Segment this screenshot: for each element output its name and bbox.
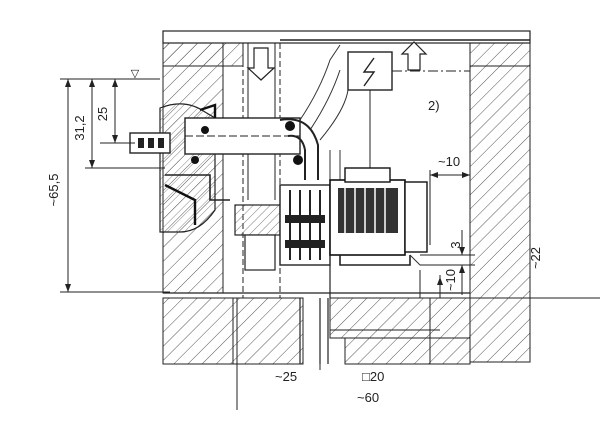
dimension-lines-bottom	[236, 298, 321, 410]
dim-gap-right: ~10	[438, 154, 460, 169]
dim-top-height: 25	[95, 107, 110, 121]
dim-total-height: ~65,5	[46, 174, 61, 207]
dim-10-vertical: ~10	[443, 269, 458, 291]
dim-square-20: □20	[362, 369, 384, 384]
dim-3: 3	[448, 241, 463, 248]
arrow-up-icon	[400, 41, 428, 71]
motor	[329, 167, 428, 266]
cables	[299, 44, 470, 180]
pump-housing	[234, 184, 331, 271]
dim-22: ~22	[528, 247, 543, 269]
electric-box	[347, 51, 393, 170]
water-level-symbol: ▽	[131, 68, 140, 80]
dimension-lines-left	[60, 78, 170, 293]
dim-25: ~25	[275, 369, 297, 384]
nozzle-assembly	[110, 103, 301, 233]
right-wall	[469, 65, 531, 363]
dimension-lines-right	[419, 170, 600, 364]
dim-60: ~60	[357, 390, 379, 405]
arrow-down-icon	[246, 47, 276, 81]
dim-mid-height: 31,2	[72, 115, 87, 140]
elbow-pipe	[191, 118, 319, 180]
base-bracket	[299, 254, 440, 364]
water-level-mark: ▽	[110, 68, 160, 80]
bottom-floor	[163, 292, 471, 365]
lightning-bolt-icon	[362, 57, 376, 87]
note-label: 2)	[428, 98, 440, 113]
